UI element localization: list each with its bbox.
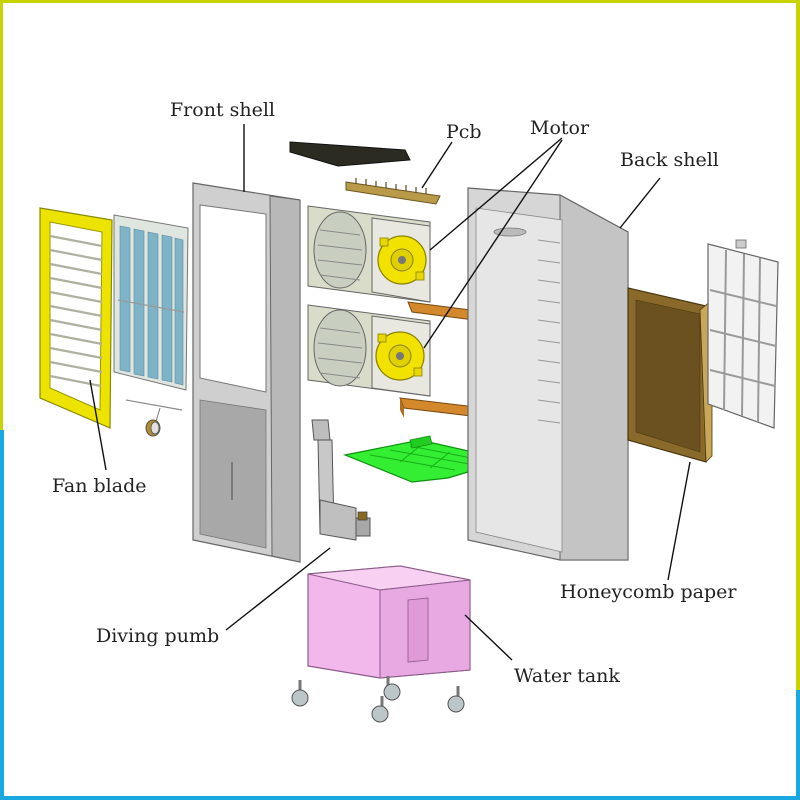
label-water-tank: Water tank <box>514 665 620 687</box>
label-fan-blade: Fan blade <box>52 475 146 497</box>
louver-grille-part <box>113 214 189 391</box>
water-tank-part <box>307 565 471 679</box>
label-honeycomb-paper: Honeycomb paper <box>560 581 737 603</box>
fan-blade-part <box>39 207 113 429</box>
label-motor: Motor <box>530 117 590 139</box>
lower-motor-part <box>375 331 425 381</box>
swing-motor-part <box>125 399 183 437</box>
part-labels: Front shell Pcb Motor Back shell Fan bla… <box>52 99 737 687</box>
back-shell-part <box>467 187 629 561</box>
leader-diving-pumb <box>225 547 331 631</box>
frame-border-left <box>0 0 3 800</box>
frame-border-top <box>0 0 800 3</box>
leader-water-tank <box>464 614 513 661</box>
label-pcb: Pcb <box>446 121 482 143</box>
back-grille-part <box>707 239 779 429</box>
diving-pump-part <box>311 419 371 541</box>
front-shell-part <box>192 182 301 563</box>
leader-motor-lower <box>423 139 563 349</box>
frame-border-bottom <box>0 796 800 800</box>
honeycomb-paper-part <box>627 287 713 463</box>
leader-fan-blade <box>89 379 107 471</box>
label-front-shell: Front shell <box>170 99 275 121</box>
pcb-cover-part <box>289 141 411 167</box>
leader-honeycomb <box>667 461 691 581</box>
frame-border-right-lower <box>796 690 800 800</box>
frame-border-right <box>796 0 800 800</box>
caster-wheels-part <box>291 676 465 723</box>
frame-border-left-lower <box>0 430 4 800</box>
label-diving-pumb: Diving pumb <box>96 625 219 647</box>
label-back-shell: Back shell <box>620 149 719 171</box>
pcb-part <box>345 178 441 205</box>
leader-motor-upper <box>429 137 563 251</box>
upper-motor-part <box>377 235 427 285</box>
leader-pcb <box>421 141 453 189</box>
leader-back-shell <box>619 177 661 229</box>
leader-lines <box>89 124 691 661</box>
